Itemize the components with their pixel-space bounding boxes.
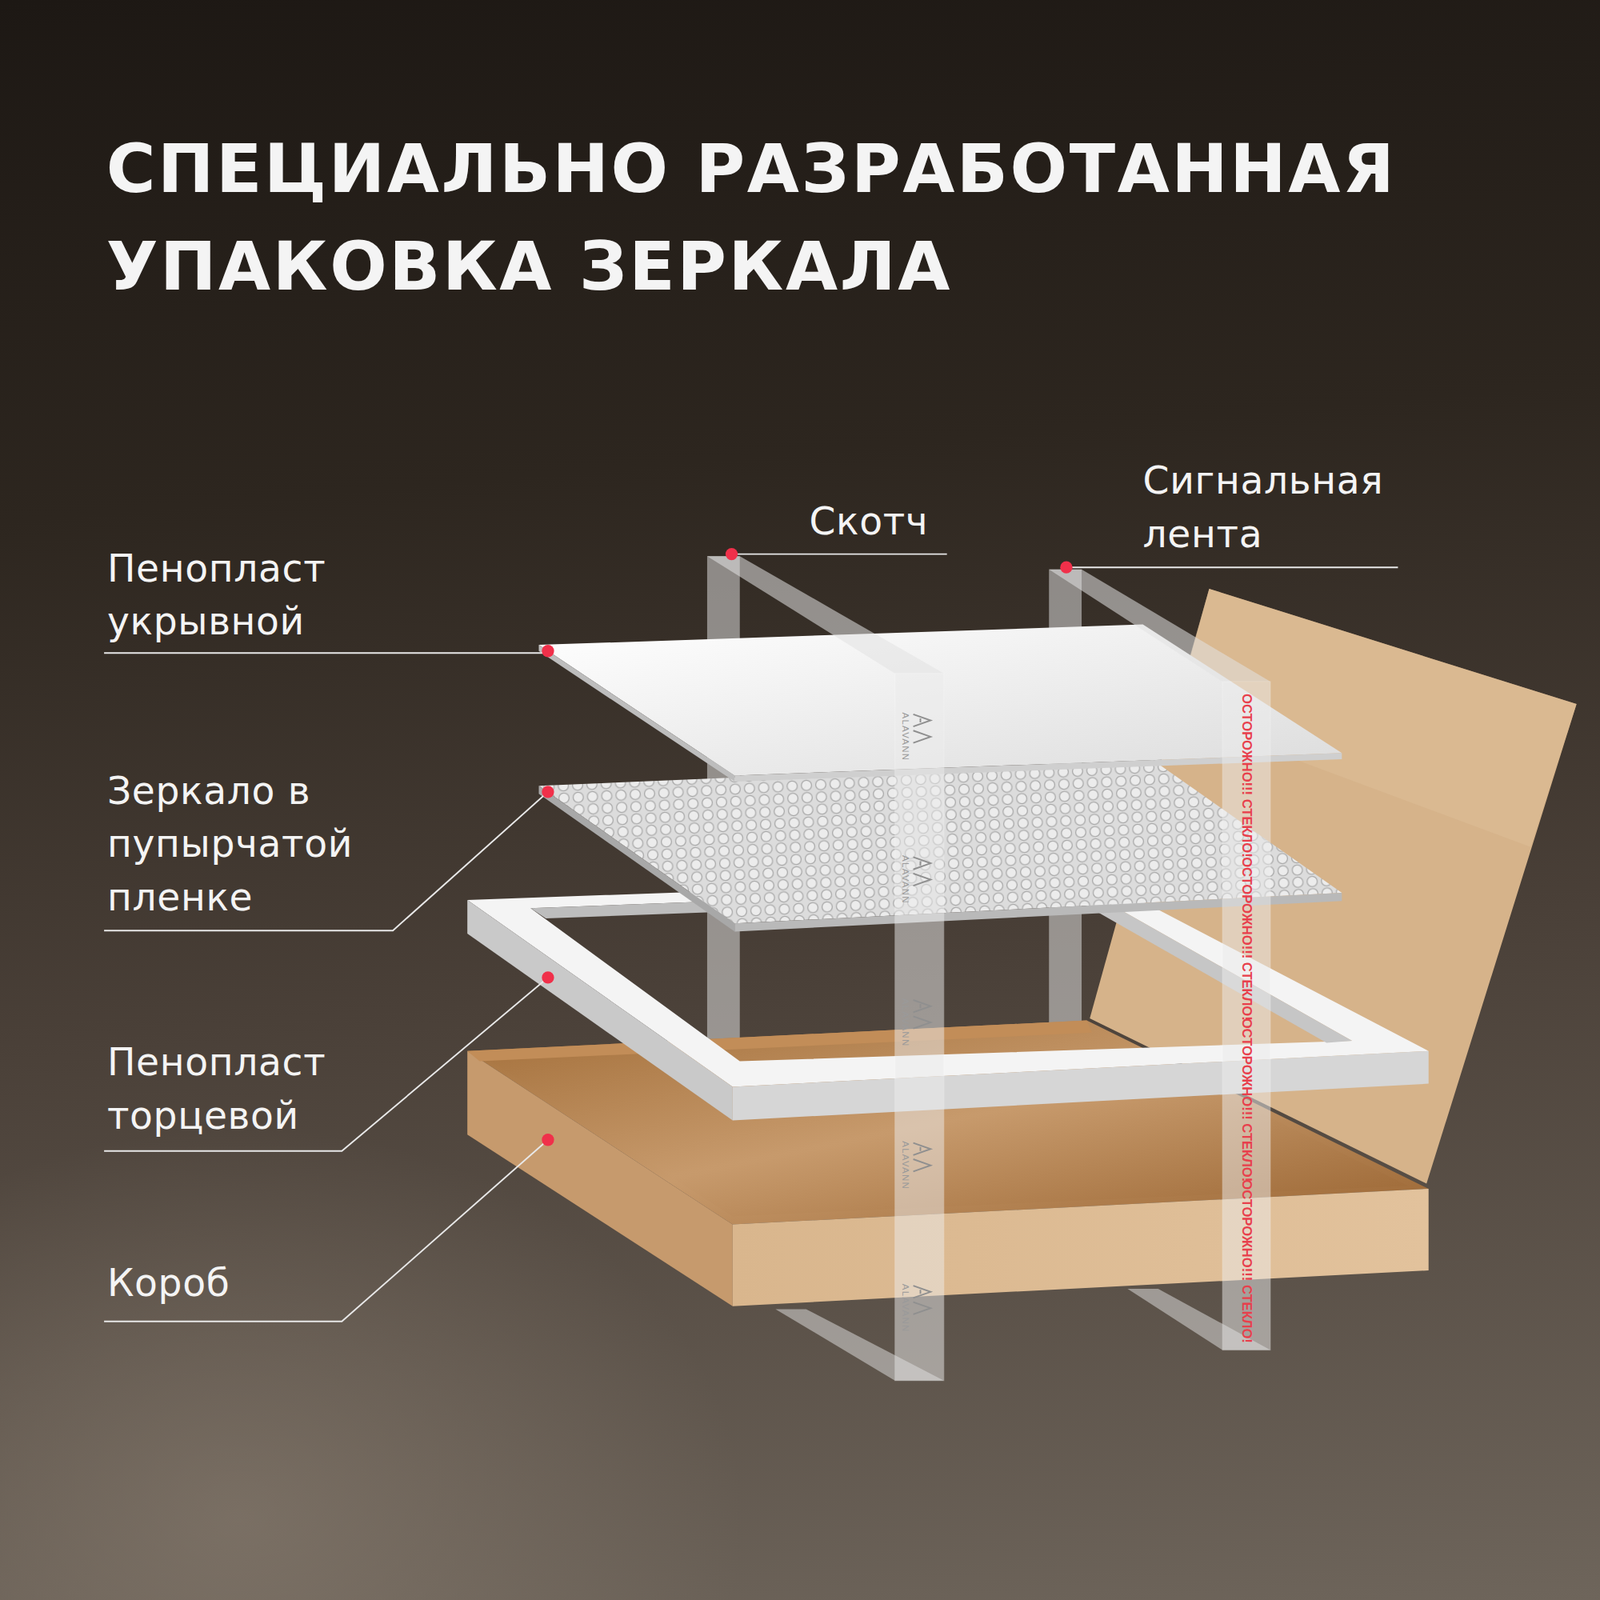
tape-brand-text: ALAVANN <box>900 712 911 762</box>
part-label: Сигнальная лента <box>1143 455 1429 562</box>
part-label: Пенопласт укрывной <box>107 543 393 650</box>
part-label: Короб <box>107 1256 393 1310</box>
tape-brand-text: ALAVANN <box>900 998 911 1048</box>
tape-brand-text: ALAVANN <box>900 1140 911 1190</box>
tape-brand-text: ALAVANN <box>900 1284 911 1333</box>
page-title: СПЕЦИАЛЬНО РАЗРАБОТАННАЯ УПАКОВКА ЗЕРКАЛ… <box>106 120 1536 317</box>
part-label: Пенопласт торцевой <box>107 1036 393 1144</box>
warning-tape-text: ОСТОРОЖНО!!! СТЕКЛО! <box>1239 1018 1255 1183</box>
warning-tape-text: ОСТОРОЖНО!!! СТЕКЛО! <box>1239 856 1255 1021</box>
warning-tape-text: ОСТОРОЖНО!!! СТЕКЛО! <box>1239 693 1255 858</box>
part-label: Зеркало в пупырчатой пленке <box>107 765 383 925</box>
warning-tape-text: ОСТОРОЖНО!!! СТЕКЛО! <box>1239 1179 1255 1344</box>
part-label: Скотч <box>808 496 1013 549</box>
tape-brand-text: ALAVANN <box>900 855 911 904</box>
